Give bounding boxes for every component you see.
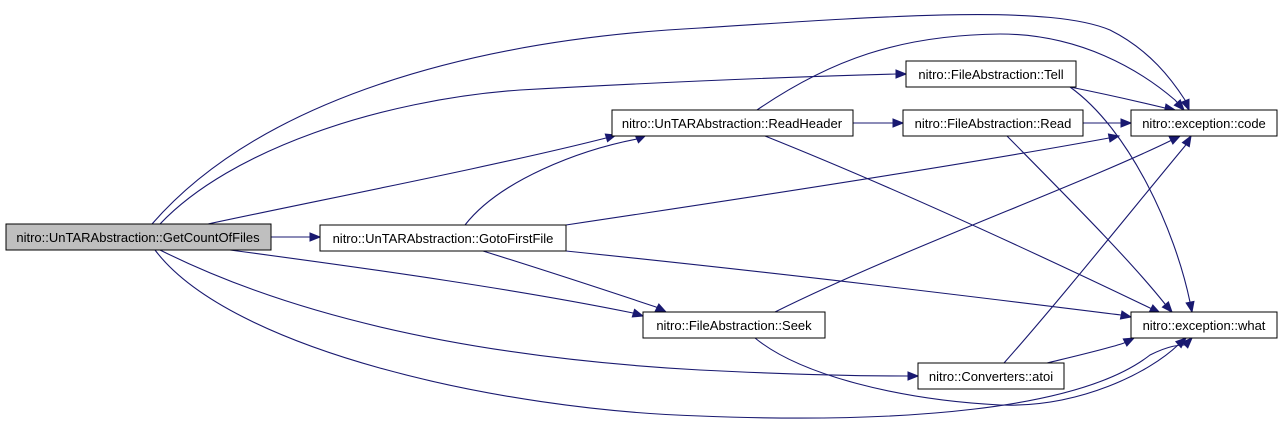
arrowhead [907,371,920,381]
edge-line [154,249,1193,419]
node-exception-code[interactable]: nitro::exception::code [1130,109,1278,137]
arrowhead [1174,337,1188,349]
arrowhead [1120,118,1133,128]
edge-read-header-to-file-read [853,118,905,128]
arrowhead [895,69,908,79]
node-read-header[interactable]: nitro::UnTARAbstraction::ReadHeader [611,109,854,137]
arrowhead [309,232,322,242]
node-label: nitro::FileAbstraction::Read [915,116,1072,131]
node-label: nitro::FileAbstraction::Tell [918,67,1063,82]
edge-root-to-exception-code [151,14,1190,225]
edge-read-header-to-exception-what [764,135,1162,314]
node-box [902,109,1084,137]
node-label: nitro::FileAbstraction::Seek [656,318,812,333]
arrowhead [1181,134,1192,148]
edge-line [764,135,1161,314]
edge-line [756,33,1185,111]
node-box [642,311,826,339]
edge-line [159,249,918,377]
node-file-tell[interactable]: nitro::FileAbstraction::Tell [905,60,1077,88]
edge-root-to-exception-what [154,249,1193,419]
arrowhead [1122,337,1136,347]
edge-converters-atoi-to-exception-what [1046,337,1136,364]
arrowhead [1185,300,1195,314]
edge-line [1006,135,1173,313]
edge-line [482,250,667,313]
edge-line [774,135,1181,313]
node-box [319,224,567,252]
edge-line [229,249,644,317]
edge-root-to-goto-first-file [271,232,322,242]
arrowhead [1173,99,1185,112]
node-file-read[interactable]: nitro::FileAbstraction::Read [902,109,1084,137]
node-exception-what[interactable]: nitro::exception::what [1130,311,1278,339]
arrowhead [1180,98,1190,112]
edge-line [207,134,617,225]
node-label: nitro::UnTARAbstraction::GotoFirstFile [333,231,554,246]
node-goto-first-file[interactable]: nitro::UnTARAbstraction::GotoFirstFile [319,224,567,252]
node-box [611,109,854,137]
edge-line [1069,86,1193,313]
arrowhead [654,303,668,313]
edge-converters-atoi-to-exception-code [1003,134,1192,364]
call-edges [151,14,1195,419]
edge-goto-first-file-to-exception-what [565,250,1133,320]
node-converters-atoi[interactable]: nitro::Converters::atoi [917,362,1065,390]
edge-file-read-to-exception-code [1083,118,1133,128]
edge-line [565,250,1132,318]
node-get-count-of-files[interactable]: nitro::UnTARAbstraction::GetCountOfFiles [5,223,272,251]
node-label: nitro::UnTARAbstraction::GetCountOfFiles [16,230,260,245]
node-label: nitro::exception::code [1142,116,1266,131]
arrowhead [1168,135,1182,145]
arrowhead [631,308,645,318]
node-file-seek[interactable]: nitro::FileAbstraction::Seek [642,311,826,339]
arrowhead [1107,133,1121,143]
edge-root-to-file-tell [159,69,908,225]
edge-line [151,14,1190,225]
edge-root-to-file-seek [229,249,645,318]
edge-file-seek-to-exception-what [754,337,1188,406]
edge-root-to-converters-atoi [159,249,920,381]
arrowhead [1119,310,1133,320]
node-box [917,362,1065,390]
edge-goto-first-file-to-exception-code [565,133,1121,226]
node-box [1130,109,1278,137]
arrowhead [1181,337,1193,349]
arrowhead [1161,300,1173,314]
edge-line [1046,337,1135,364]
node-box [1130,311,1278,339]
edge-goto-first-file-to-file-seek [482,250,668,313]
edge-file-seek-to-exception-code [774,135,1182,313]
edge-line [565,135,1120,226]
edge-root-to-read-header [207,133,618,225]
node-box [5,223,272,251]
node-label: nitro::exception::what [1143,318,1266,333]
node-label: nitro::UnTARAbstraction::ReadHeader [622,116,843,131]
edge-file-tell-to-exception-what [1069,86,1195,314]
edge-read-header-to-exception-code [756,33,1185,112]
edge-line [464,134,647,226]
edge-line [159,73,906,225]
edge-goto-first-file-to-read-header [464,134,648,226]
edge-line [754,337,1187,406]
edge-file-read-to-exception-what [1006,135,1173,314]
edge-line [1003,135,1192,364]
node-label: nitro::Converters::atoi [929,369,1053,384]
edge-line [1069,86,1176,111]
node-box [905,60,1077,88]
arrowhead [892,118,905,128]
